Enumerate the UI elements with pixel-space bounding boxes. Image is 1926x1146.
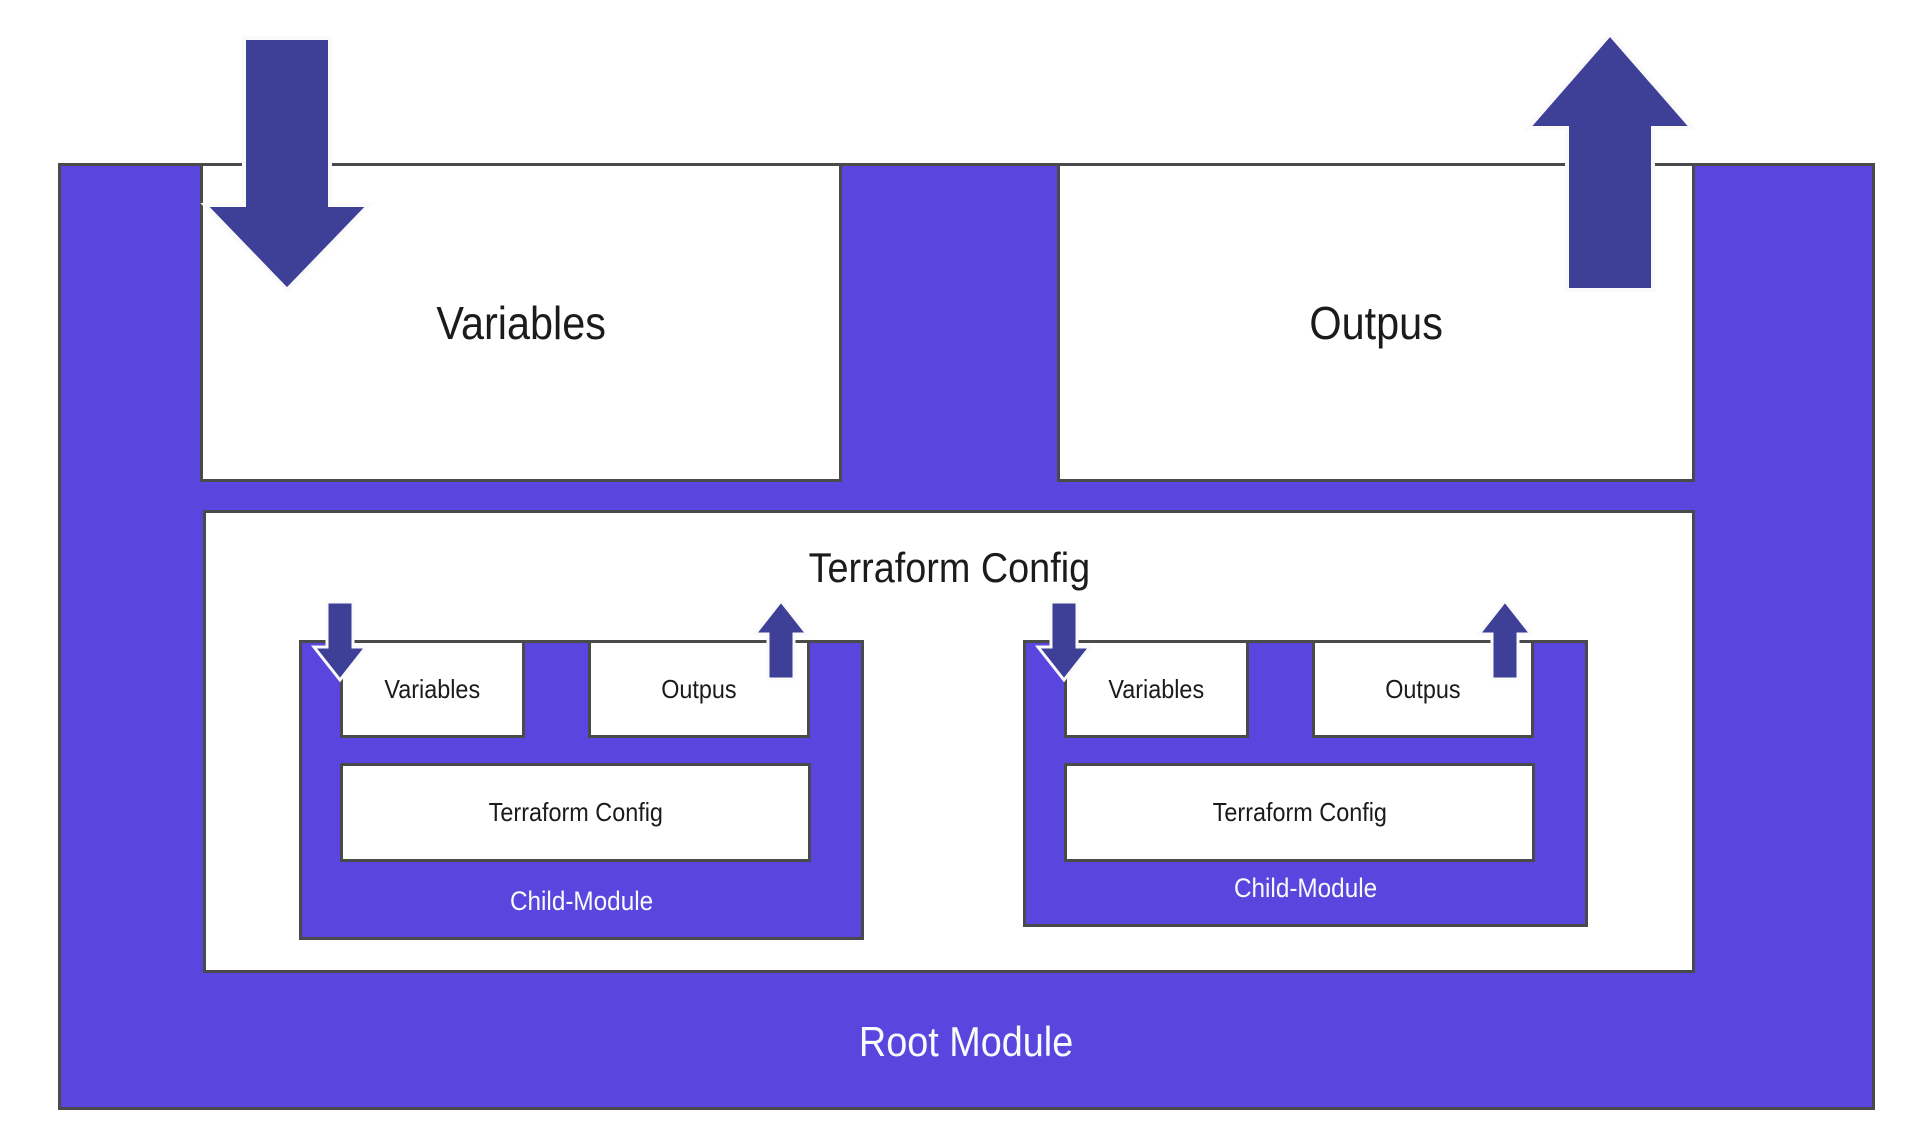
child-1-input-down-arrow-icon — [310, 600, 370, 683]
input-down-arrow-icon — [200, 36, 374, 293]
child-module-1: Variables Outpus Terraform Config Child-… — [299, 640, 864, 940]
child-2-input-down-arrow-icon — [1034, 600, 1094, 683]
child-1-output-up-arrow-icon — [751, 598, 811, 681]
child-1-variables-box: Variables — [340, 640, 525, 738]
root-module-label: Root Module — [859, 1017, 1074, 1065]
child-1-terraform-config-label: Terraform Config — [488, 797, 663, 827]
variables-label: Variables — [436, 296, 606, 349]
child-1-terraform-config-box: Terraform Config — [340, 763, 811, 862]
child-2-output-up-arrow-icon — [1475, 598, 1535, 681]
child-1-label-band: Child-Module — [302, 865, 861, 937]
outputs-label: Outpus — [1309, 296, 1443, 349]
child-2-terraform-config-box: Terraform Config — [1064, 763, 1535, 862]
terraform-config-title: Terraform Config — [808, 544, 1090, 591]
child-module-2: Variables Outpus Terraform Config Child-… — [1023, 640, 1588, 927]
child-1-module-label: Child-Module — [509, 885, 654, 916]
terraform-config-title-row: Terraform Config — [203, 538, 1695, 598]
child-2-label-band: Child-Module — [1026, 852, 1585, 924]
child-1-outputs-label: Outpus — [661, 673, 737, 704]
child-1-variables-label: Variables — [384, 673, 481, 704]
child-2-module-label: Child-Module — [1233, 872, 1378, 903]
child-2-outputs-label: Outpus — [1385, 673, 1461, 704]
output-up-arrow-icon — [1523, 30, 1697, 292]
child-2-terraform-config-label: Terraform Config — [1212, 797, 1387, 827]
root-module-label-band: Root Module — [58, 973, 1875, 1110]
child-2-variables-box: Variables — [1064, 640, 1249, 738]
child-2-variables-label: Variables — [1108, 673, 1205, 704]
